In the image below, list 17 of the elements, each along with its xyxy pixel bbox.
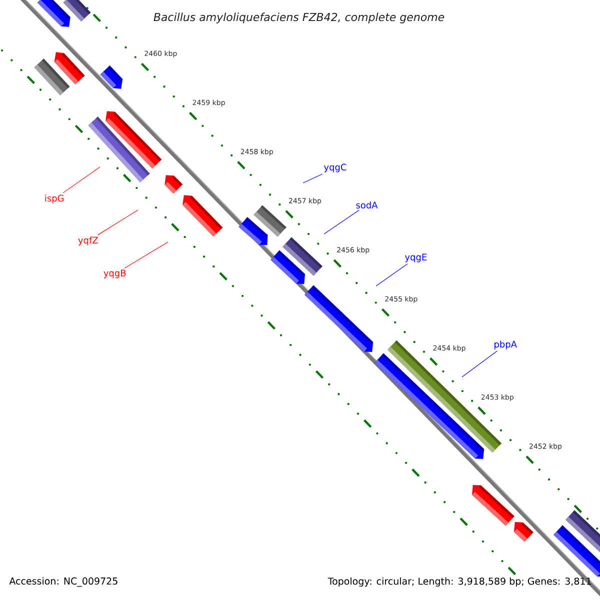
gene-label: yqfZ	[78, 236, 98, 246]
leader-line	[324, 210, 360, 234]
leader-line	[124, 242, 168, 268]
genome-info-text: Topology: circular; Length: 3,918,589 bp; Genes: 3,811	[328, 577, 591, 587]
gene-label: pbpA	[494, 340, 517, 350]
gene-label: yqgB	[104, 270, 126, 278]
gene-label: yqgC	[324, 164, 346, 172]
leader-line	[302, 174, 323, 184]
leader-line	[62, 166, 100, 194]
accession-text: Accession: NC_009725	[9, 577, 118, 587]
title: Bacillus amyloliquefaciens FZB42, complete genome	[154, 12, 444, 24]
leader-line	[376, 264, 408, 286]
gene-label: yqgE	[404, 254, 427, 262]
leader-line	[462, 350, 498, 378]
leader-line	[98, 210, 138, 236]
gene-label: ispG	[45, 194, 64, 204]
gene-label: sodA	[356, 202, 378, 208]
